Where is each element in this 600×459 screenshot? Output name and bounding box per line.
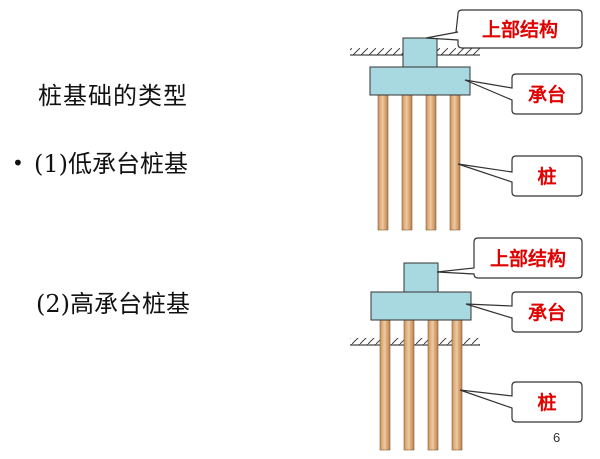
pile-cap	[370, 291, 472, 321]
superstructure-column	[403, 262, 439, 293]
label-pile-cap: 承台	[528, 301, 566, 324]
pile	[451, 314, 463, 451]
slide-title: 桩基础的类型	[38, 82, 188, 110]
callout-pile: 桩	[459, 381, 583, 423]
item-low-cap-text: (1)低承台桩基	[34, 150, 188, 178]
superstructure-column	[402, 37, 438, 68]
pile	[425, 89, 437, 231]
pile	[377, 89, 389, 231]
page-number: 6	[553, 430, 561, 445]
pile	[449, 89, 461, 231]
pile-cap	[369, 66, 471, 96]
pile	[379, 314, 391, 451]
callout-superstructure: 上部结构	[425, 9, 583, 49]
piles	[379, 314, 463, 451]
label-pile: 桩	[537, 165, 556, 188]
label-superstructure: 上部结构	[490, 247, 566, 270]
pile	[401, 89, 413, 231]
callout-pile-cap: 承台	[464, 73, 583, 115]
high-cap-pile-diagram: 上部结构 承台 桩	[350, 237, 583, 451]
label-superstructure: 上部结构	[482, 18, 558, 41]
label-pile: 桩	[537, 391, 556, 414]
bullet-icon: •	[12, 151, 24, 175]
item-high-cap-text: (2)高承台桩基	[36, 290, 190, 318]
callout-superstructure: 上部结构	[436, 237, 583, 279]
pile	[403, 314, 415, 451]
callout-pile-cap: 承台	[465, 291, 583, 333]
bullet-item-low-cap: • (1)低承台桩基	[12, 144, 188, 179]
callout-pile: 桩	[457, 155, 583, 197]
pile	[427, 314, 439, 451]
low-cap-pile-diagram: 上部结构 承台 桩	[350, 9, 583, 231]
label-pile-cap: 承台	[528, 83, 566, 106]
